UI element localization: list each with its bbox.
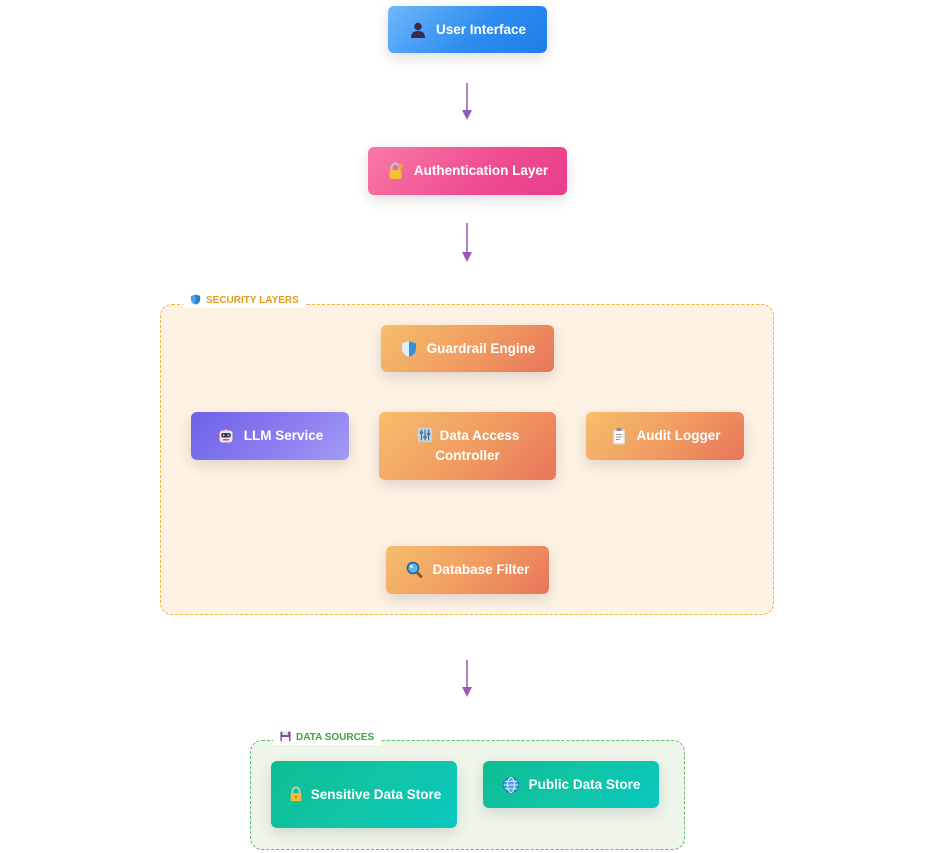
guardrail-engine-label: Guardrail Engine — [426, 340, 536, 356]
audit-logger-label: Audit Logger — [636, 428, 721, 443]
data-access-controller-node[interactable]: Data Access Controller — [379, 412, 556, 480]
data-sources-title: DATA SOURCES — [273, 731, 382, 745]
authentication-layer-node[interactable]: Authentication Layer — [368, 147, 567, 195]
database-filter-label: Database Filter — [432, 562, 530, 577]
robot-icon — [217, 427, 235, 445]
guardrail-engine-node[interactable]: Guardrail Engine — [381, 325, 554, 372]
clipboard-icon — [610, 427, 628, 445]
shield-icon — [190, 294, 201, 305]
data-access-controller-label: Data Access Controller — [435, 428, 520, 463]
shield-icon — [400, 340, 418, 358]
security-layers-label: SECURITY LAYERS — [206, 295, 299, 306]
data-sources-label: DATA SOURCES — [296, 732, 375, 743]
user-interface-node[interactable]: User Interface — [388, 6, 547, 53]
user-icon — [409, 21, 427, 39]
llm-service-node[interactable]: LLM Service — [191, 412, 349, 460]
audit-logger-node[interactable]: Audit Logger — [586, 412, 744, 460]
padlock-icon — [287, 785, 305, 804]
llm-service-label: LLM Service — [243, 428, 324, 443]
lock-key-icon — [387, 162, 405, 180]
authentication-layer-label: Authentication Layer — [413, 163, 549, 178]
sensitive-data-store-label: Sensitive Data Store — [310, 786, 442, 802]
public-data-store-label: Public Data Store — [528, 776, 641, 792]
control-knobs-icon — [416, 427, 434, 445]
globe-icon — [502, 776, 520, 794]
floppy-disk-icon — [280, 731, 291, 742]
sensitive-data-store-node[interactable]: Sensitive Data Store — [271, 761, 457, 828]
public-data-store-node[interactable]: Public Data Store — [483, 761, 659, 808]
security-layers-title: SECURITY LAYERS — [183, 294, 306, 308]
magnifier-icon — [406, 561, 424, 579]
database-filter-node[interactable]: Database Filter — [386, 546, 549, 594]
user-interface-label: User Interface — [435, 21, 527, 37]
